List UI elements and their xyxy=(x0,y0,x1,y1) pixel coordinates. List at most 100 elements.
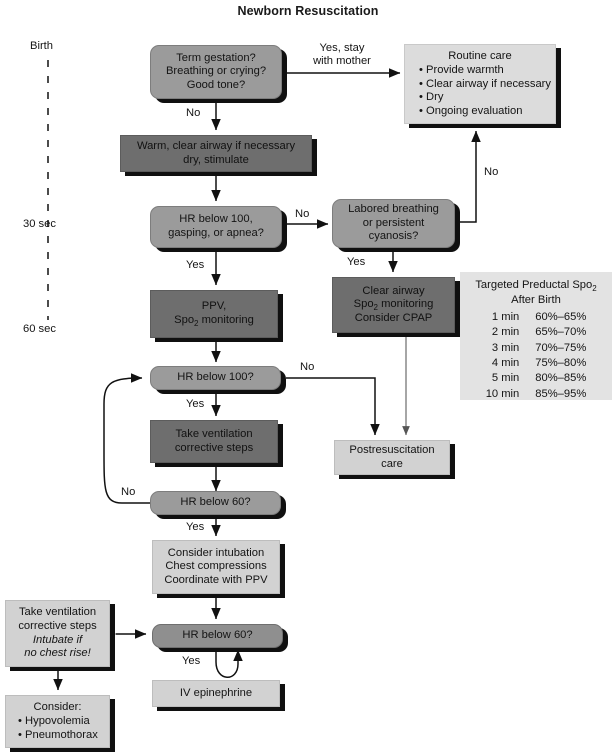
routine-care-item-4: • Ongoing evaluation xyxy=(419,104,523,117)
clear-airway-line-2: Spo2 monitoring xyxy=(354,298,434,312)
node-hr-below-100[interactable]: HR below 100? xyxy=(150,366,281,390)
hr100-gasping-line-2: gasping, or apnea? xyxy=(168,227,264,239)
edge-label-yes-stay-mother: Yes, stay with mother xyxy=(296,42,388,69)
clear-airway-line-3: Consider CPAP xyxy=(354,311,433,324)
node-labored-breathing[interactable]: Labored breathing or persistent cyanosis… xyxy=(332,199,455,248)
routine-care-heading: Routine care xyxy=(448,49,512,62)
spo2-range-1: 60%–65% xyxy=(535,310,587,323)
table-row: 1 min 60%–65% xyxy=(486,310,587,325)
spo2-time-3: 3 min xyxy=(491,341,520,354)
edge-label-yes-ppv: Yes xyxy=(186,259,205,271)
timeline-label-60sec: 60 sec xyxy=(23,323,56,335)
node-postresuscitation-care[interactable]: Postresuscitation care xyxy=(334,440,450,475)
spo2-range-3: 70%–75% xyxy=(535,341,587,354)
page-title: Newborn Resuscitation xyxy=(237,4,379,18)
consider-causes-item-2: • Pneumothorax xyxy=(18,728,98,741)
node-hr-below-60-b[interactable]: HR below 60? xyxy=(152,624,283,648)
hr-below-100-label: HR below 100? xyxy=(177,371,254,384)
ppv-spo-subscript: 2 xyxy=(194,319,199,329)
timeline-label-30sec: 30 sec xyxy=(23,218,56,230)
timeline-label-birth: Birth xyxy=(30,40,54,52)
node-take-ventilation-steps-left[interactable]: Take ventilation corrective steps Intuba… xyxy=(5,600,110,667)
edge-label-yes-clear-airway: Yes xyxy=(347,256,366,268)
take-vent-left-line-2: corrective steps xyxy=(18,619,97,632)
spo2-range-2: 65%–70% xyxy=(535,326,587,339)
take-vent-left-italic-1: Intubate if xyxy=(32,633,83,646)
node-clear-airway[interactable]: Clear airway Spo2 monitoring Consider CP… xyxy=(332,277,455,333)
spo2-time-6: 10 min xyxy=(485,387,520,400)
hr-below-60-b-label: HR below 60? xyxy=(182,629,253,642)
labored-breathing-line-1: Labored breathing xyxy=(348,203,439,216)
node-term-gestation[interactable]: Term gestation? Breathing or crying? Goo… xyxy=(150,45,282,99)
consider-causes-item-1: • Hypovolemia xyxy=(18,715,90,728)
clear-airway-spo-text: Spo xyxy=(353,298,374,311)
hr-below-60-a-label: HR below 60? xyxy=(180,496,251,509)
node-hr-below-100-gasping[interactable]: HR below 100, gasping, or apnea? xyxy=(150,206,282,248)
table-row: 3 min 70%–75% xyxy=(486,341,587,356)
postresuscitation-line-1: Postresuscitation xyxy=(349,443,435,456)
spo2-heading-line-1: Targeted Preductal Spo2 xyxy=(468,278,604,293)
clear-airway-monitoring-text: monitoring xyxy=(378,298,434,311)
edge-label-yes-stay-mother-line-2: with mother xyxy=(313,55,371,68)
spo2-time-5: 5 min xyxy=(491,372,520,385)
table-row: 5 min 80%–85% xyxy=(486,371,587,386)
ppv-spo-text: Spo xyxy=(174,314,195,326)
ppv-line-1: PPV, xyxy=(201,300,227,313)
spo2-heading-text: Targeted Preductal Spo xyxy=(475,279,593,291)
term-gestation-line-3: Good tone? xyxy=(186,78,246,91)
node-take-ventilation-steps[interactable]: Take ventilation corrective steps xyxy=(150,420,278,463)
edge-label-yes-epinephrine: Yes xyxy=(182,655,201,667)
table-row: 4 min 75%–80% xyxy=(486,356,587,371)
spo2-time-1: 1 min xyxy=(491,310,520,323)
clear-airway-spo-subscript: 2 xyxy=(373,303,378,313)
iv-epinephrine-label: IV epinephrine xyxy=(179,686,253,699)
node-hr-below-60-a[interactable]: HR below 60? xyxy=(150,491,281,515)
node-routine-care[interactable]: Routine care • Provide warmth • Clear ai… xyxy=(404,44,556,124)
edge-label-no-postresuscitation: No xyxy=(300,361,315,373)
ppv-monitoring-text: monitoring xyxy=(198,314,254,326)
warm-clear-line-1: Warm, clear airway if necessary xyxy=(136,139,296,152)
term-gestation-line-2: Breathing or crying? xyxy=(165,65,267,78)
routine-care-item-1: • Provide warmth xyxy=(419,64,504,77)
table-row: 10 min 85%–95% xyxy=(486,387,587,402)
node-consider-causes[interactable]: Consider: • Hypovolemia • Pneumothorax xyxy=(5,695,110,748)
routine-care-item-2: • Clear airway if necessary xyxy=(419,77,551,90)
edge-label-yes-intubation: Yes xyxy=(186,521,205,533)
consider-intubation-line-3: Coordinate with PPV xyxy=(164,573,268,586)
postresuscitation-line-2: care xyxy=(381,457,403,470)
spo2-target-table: Targeted Preductal Spo2 After Birth 1 mi… xyxy=(460,272,612,400)
edge-label-no-routine-care: No xyxy=(484,166,499,178)
spo2-table: 1 min 60%–65% 2 min 65%–70% 3 min 70%–75… xyxy=(486,310,587,402)
ppv-line-2: Spo2 monitoring xyxy=(174,314,254,328)
node-ppv[interactable]: PPV, Spo2 monitoring xyxy=(150,290,278,338)
warm-clear-line-2: dry, stimulate xyxy=(183,153,249,166)
spo2-range-5: 80%–85% xyxy=(535,372,587,385)
spo2-range-4: 75%–80% xyxy=(535,357,587,370)
consider-intubation-line-2: Chest compressions xyxy=(165,560,267,573)
edge-label-no-term-gestation: No xyxy=(186,107,201,119)
clear-airway-line-1: Clear airway xyxy=(362,284,425,297)
routine-care-item-3: • Dry xyxy=(419,91,444,104)
spo2-time-2: 2 min xyxy=(491,326,520,339)
table-row: 2 min 65%–70% xyxy=(486,325,587,340)
node-consider-intubation[interactable]: Consider intubation Chest compressions C… xyxy=(152,540,280,594)
edge-label-no-labored-breathing: No xyxy=(295,208,310,220)
spo2-heading-line-2: After Birth xyxy=(511,294,561,307)
consider-intubation-line-1: Consider intubation xyxy=(167,546,265,559)
term-gestation-line-1: Term gestation? xyxy=(176,51,256,64)
spo2-heading-subscript: 2 xyxy=(592,284,597,294)
take-vent-steps-line-1: Take ventilation xyxy=(175,427,253,440)
labored-breathing-line-3: cyanosis? xyxy=(368,230,419,243)
take-vent-left-italic-2: no chest rise! xyxy=(24,647,91,660)
edge-label-yes-stay-mother-line-1: Yes, stay xyxy=(319,42,365,54)
take-vent-left-line-1: Take ventilation xyxy=(18,606,97,619)
edge-label-yes-take-steps: Yes xyxy=(186,398,205,410)
node-warm-clear-airway[interactable]: Warm, clear airway if necessary dry, sti… xyxy=(120,135,312,172)
take-vent-steps-line-2: corrective steps xyxy=(174,441,254,454)
spo2-range-6: 85%–95% xyxy=(535,387,587,400)
edge-label-no-loop: No xyxy=(121,486,136,498)
node-iv-epinephrine[interactable]: IV epinephrine xyxy=(152,680,280,707)
hr100-gasping-line-1: HR below 100, xyxy=(179,213,253,226)
spo2-time-4: 4 min xyxy=(491,357,520,370)
